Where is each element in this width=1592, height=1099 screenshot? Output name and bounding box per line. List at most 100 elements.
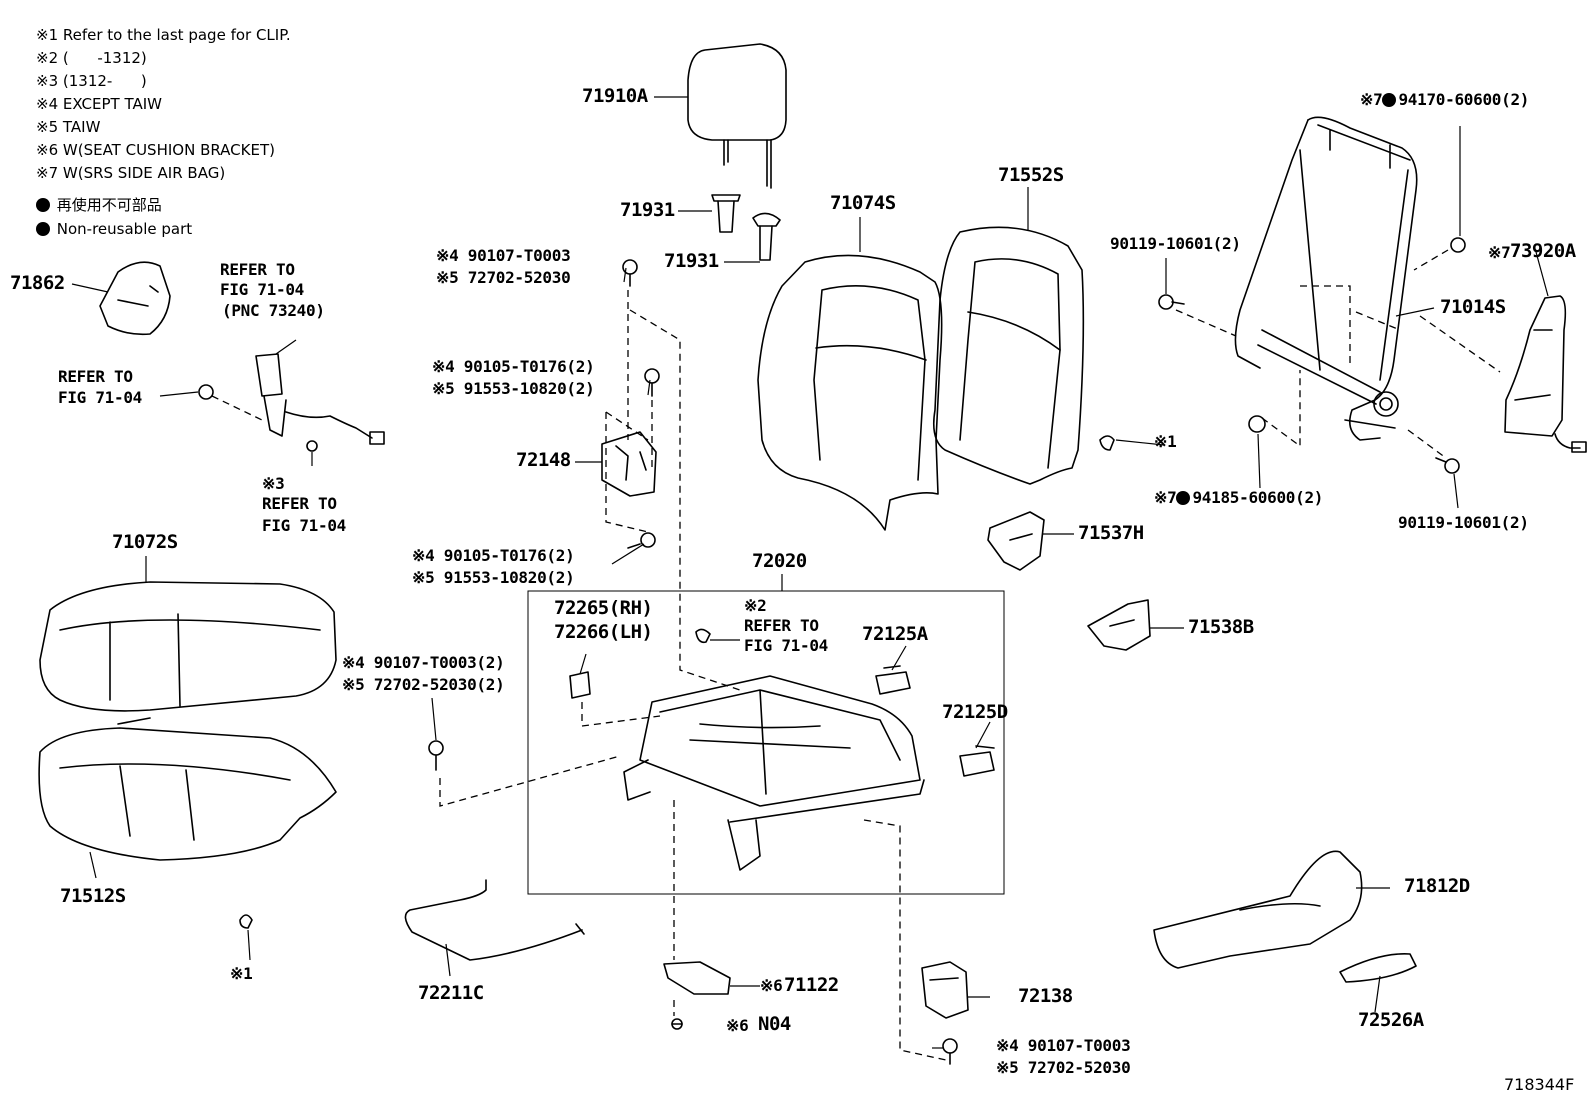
label-71931-a[interactable]: 71931 <box>620 199 675 221</box>
label-72138[interactable]: 72138 <box>1018 985 1073 1007</box>
seat-track-assembly-box <box>527 590 1005 895</box>
label-72020[interactable]: 72020 <box>752 550 807 572</box>
label-71910A[interactable]: 71910A <box>582 85 648 107</box>
legend-jp-text: 再使用不可部品 <box>56 196 162 214</box>
refer-adj-mark: ※2 <box>744 596 767 615</box>
refer-adj-line1: REFER TO <box>744 616 819 635</box>
bolt-90119-b[interactable]: 90119-10601(2) <box>1398 513 1529 532</box>
assembly-lines <box>211 249 1501 1061</box>
mark-N04: ※6 <box>726 1016 749 1035</box>
seat-belt-buckle-drawing <box>255 353 385 452</box>
label-71538B[interactable]: 71538B <box>1188 616 1254 638</box>
label-71074S[interactable]: 71074S <box>830 192 896 214</box>
figure-id: 718344F <box>1504 1075 1575 1094</box>
refer-clip-mark: ※3 <box>262 474 285 493</box>
cover-72526A-drawing <box>1339 953 1417 983</box>
cover-71537H-drawing <box>987 511 1045 571</box>
latch-72265-drawing <box>569 671 591 699</box>
non-reusable-dot-icon <box>1176 491 1191 505</box>
bolt-group4-a[interactable]: ※4 90107-T0003(2) <box>342 653 505 672</box>
bolt-group5-a[interactable]: ※4 90107-T0003 <box>996 1036 1131 1055</box>
legend-en-text: Non-reusable part <box>56 220 193 238</box>
label-72125A[interactable]: 72125A <box>862 623 928 645</box>
bolt-group2-a[interactable]: ※4 90105-T0176(2) <box>432 357 595 376</box>
nut-94170-mark: ※7 <box>1360 90 1383 109</box>
non-reusable-dot-icon <box>36 222 50 236</box>
note-2: ※2 ( -1312) <box>36 49 147 67</box>
note-7: ※7 W(SRS SIDE AIR BAG) <box>36 164 226 182</box>
label-71552S[interactable]: 71552S <box>998 164 1064 186</box>
cover-71538B-drawing <box>1087 599 1151 651</box>
label-72266[interactable]: 72266(LH) <box>554 621 653 643</box>
nut-94185[interactable]: ※7 94185-60600(2) <box>1154 488 1323 507</box>
label-73920A[interactable]: 73920A <box>1510 240 1576 262</box>
seatback-pad-drawing <box>932 226 1085 485</box>
nut-94170[interactable]: ※7 94170-60600(2) <box>1360 90 1529 109</box>
part-72125D-drawing <box>959 745 995 777</box>
refer-clip-line2: FIG 71-04 <box>262 516 346 535</box>
note-3: ※3 (1312- ) <box>36 72 147 90</box>
clip-right-mark[interactable]: ※1 <box>1154 432 1177 451</box>
label-72211C[interactable]: 72211C <box>418 982 484 1004</box>
mark-71122: ※6 <box>760 976 783 995</box>
wire-72211C-drawing <box>404 879 585 961</box>
bracket-72148-drawing <box>601 431 657 497</box>
bolt-group3-b[interactable]: ※5 91553-10820(2) <box>412 568 575 587</box>
bolt-group4-b[interactable]: ※5 72702-52030(2) <box>342 675 505 694</box>
refer-belt-line3: (PNC 73240) <box>222 301 325 320</box>
nut-94185-mark: ※7 <box>1154 488 1177 507</box>
bolt-group3-a[interactable]: ※4 90105-T0176(2) <box>412 546 575 565</box>
bracket-71122-drawing <box>663 961 731 995</box>
bolt-group2-b[interactable]: ※5 91553-10820(2) <box>432 379 595 398</box>
label-71537H[interactable]: 71537H <box>1078 522 1144 544</box>
label-72265[interactable]: 72265(RH) <box>554 597 653 619</box>
headrest-drawing <box>687 43 787 189</box>
label-N04[interactable]: N04 <box>758 1013 791 1035</box>
seat-track-frame-drawing <box>623 675 925 871</box>
seat-cushion-cover-drawing <box>39 581 337 725</box>
clip-adjuster-drawing <box>695 628 711 644</box>
label-71812D[interactable]: 71812D <box>1404 875 1470 897</box>
fasteners-drawing <box>198 237 1466 1065</box>
shield-71812D-drawing <box>1153 850 1363 969</box>
label-71862[interactable]: 71862 <box>10 272 65 294</box>
bolt-group5-b[interactable]: ※5 72702-52030 <box>996 1058 1131 1077</box>
label-71931-b[interactable]: 71931 <box>664 250 719 272</box>
mark-73920A: ※7 <box>1488 243 1511 262</box>
nut-94170-number: 94170-60600(2) <box>1398 90 1530 109</box>
label-71512S[interactable]: 71512S <box>60 885 126 907</box>
label-72148[interactable]: 72148 <box>516 449 571 471</box>
refer-left-line2: FIG 71-04 <box>58 388 142 407</box>
refer-clip-line1: REFER TO <box>262 494 337 513</box>
label-71072S[interactable]: 71072S <box>112 531 178 553</box>
part-72125A-drawing <box>875 665 911 695</box>
label-72526A[interactable]: 72526A <box>1358 1009 1424 1031</box>
label-71014S[interactable]: 71014S <box>1440 296 1506 318</box>
cover-71862-drawing <box>99 261 171 336</box>
note-6: ※6 W(SEAT CUSHION BRACKET) <box>36 141 275 159</box>
refer-adj-line2: FIG 71-04 <box>744 636 828 655</box>
nut-94185-number: 94185-60600(2) <box>1192 488 1324 507</box>
clip-bottom-mark[interactable]: ※1 <box>230 964 253 983</box>
non-reusable-dot-icon <box>36 198 50 212</box>
bolt-group1-b[interactable]: ※5 72702-52030 <box>436 268 571 287</box>
legend-en: Non-reusable part <box>36 220 192 238</box>
bolt-N04-drawing <box>671 1018 683 1030</box>
label-72125D[interactable]: 72125D <box>942 701 1008 723</box>
headrest-guides-drawing <box>711 194 781 261</box>
bolt-90119-a[interactable]: 90119-10601(2) <box>1110 234 1241 253</box>
bolt-group1-a[interactable]: ※4 90107-T0003 <box>436 246 571 265</box>
note-5: ※5 TAIW <box>36 118 101 136</box>
legend-jp: 再使用不可部品 <box>36 194 162 215</box>
refer-belt-line1: REFER TO <box>220 260 295 279</box>
cover-72138-drawing <box>921 961 969 1019</box>
label-71122[interactable]: 71122 <box>784 974 839 996</box>
note-1: ※1 Refer to the last page for CLIP. <box>36 26 291 44</box>
non-reusable-dot-icon <box>1382 93 1397 107</box>
seatback-cover-drawing <box>757 254 943 531</box>
leader-lines <box>71 96 1549 1049</box>
seatback-frame-drawing <box>1234 116 1418 441</box>
seat-cushion-pad-drawing <box>38 727 337 861</box>
